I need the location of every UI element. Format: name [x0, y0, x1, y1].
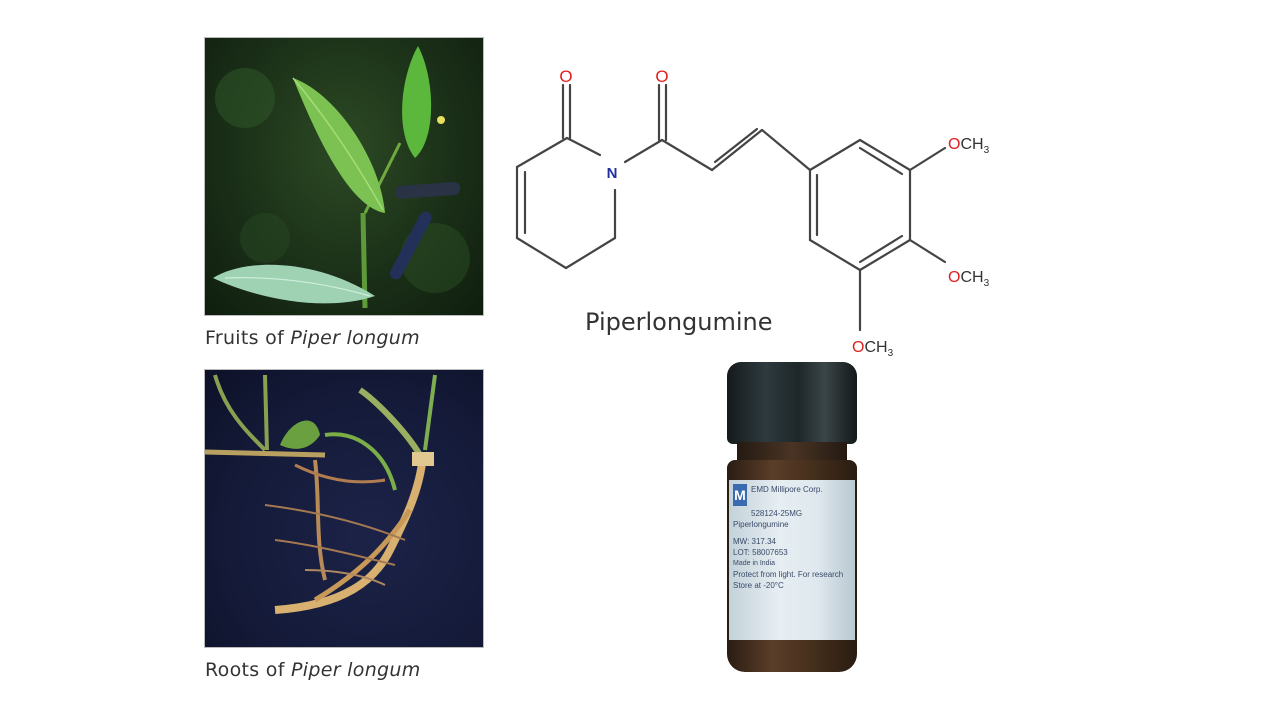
vial-label: M EMD Millipore Corp. 528124-25MG Piperl… — [729, 480, 855, 640]
roots-photo — [204, 369, 484, 648]
label-line-8: Store at -20°C — [733, 581, 784, 590]
label-line-7: Protect from light. For research — [733, 570, 844, 579]
svg-text:OCH3: OCH3 — [852, 339, 894, 359]
svg-text:OCH3: OCH3 — [948, 136, 990, 156]
plant-illustration — [213, 46, 470, 309]
vial-cap — [727, 362, 857, 444]
label-line-4: MW: 317.34 — [733, 537, 776, 546]
methoxy-group-1: OCH3 — [948, 136, 990, 156]
oxygen-label-1: O — [559, 67, 572, 86]
methoxy-group-2: OCH3 — [948, 269, 990, 289]
brand-logo: M — [733, 484, 747, 506]
label-line-1: EMD Millipore Corp. — [751, 485, 823, 494]
vial-neck — [737, 442, 847, 464]
svg-text:OCH3: OCH3 — [948, 269, 990, 289]
label-line-2: 528124-25MG — [751, 509, 803, 518]
roots-illustration — [205, 374, 437, 614]
nitrogen-label: N — [607, 165, 618, 182]
label-line-6: Made in India — [733, 560, 776, 567]
fruits-caption: Fruits of Piper longum — [205, 327, 420, 349]
methoxy-group-3: OCH3 — [852, 339, 894, 359]
piperlongumine-structure: O O N OCH3 OCH3 OCH3 — [515, 67, 990, 359]
label-line-3: Piperlongumine — [733, 520, 789, 529]
fruits-photo — [204, 37, 484, 316]
oxygen-label-2: O — [655, 67, 668, 86]
roots-caption: Roots of Piper longum — [205, 659, 421, 681]
label-line-5: LOT: 58007653 — [733, 548, 788, 557]
vial: M EMD Millipore Corp. 528124-25MG Piperl… — [727, 362, 857, 682]
compound-name: Piperlongumine — [585, 308, 773, 336]
